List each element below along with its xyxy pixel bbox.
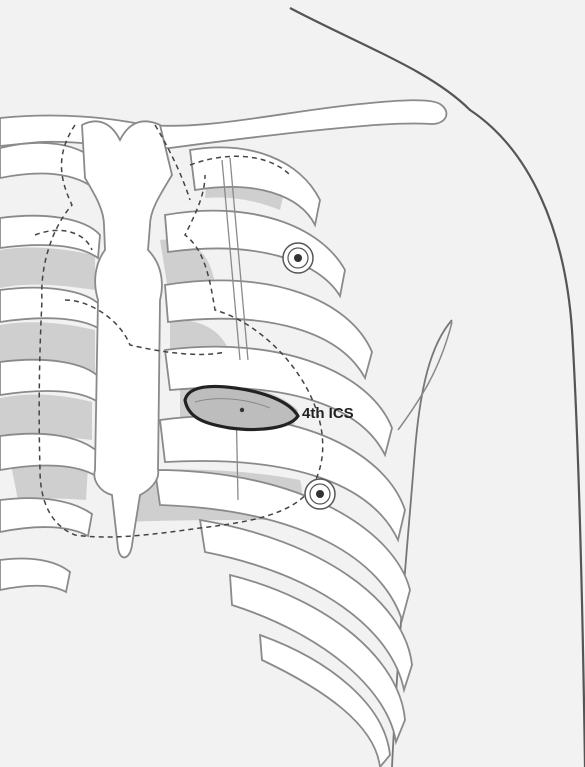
incision-marker-dot (240, 408, 244, 412)
ics-label: 4th ICS (302, 405, 354, 422)
electrode-lower (305, 479, 335, 509)
electrode-upper (283, 243, 313, 273)
